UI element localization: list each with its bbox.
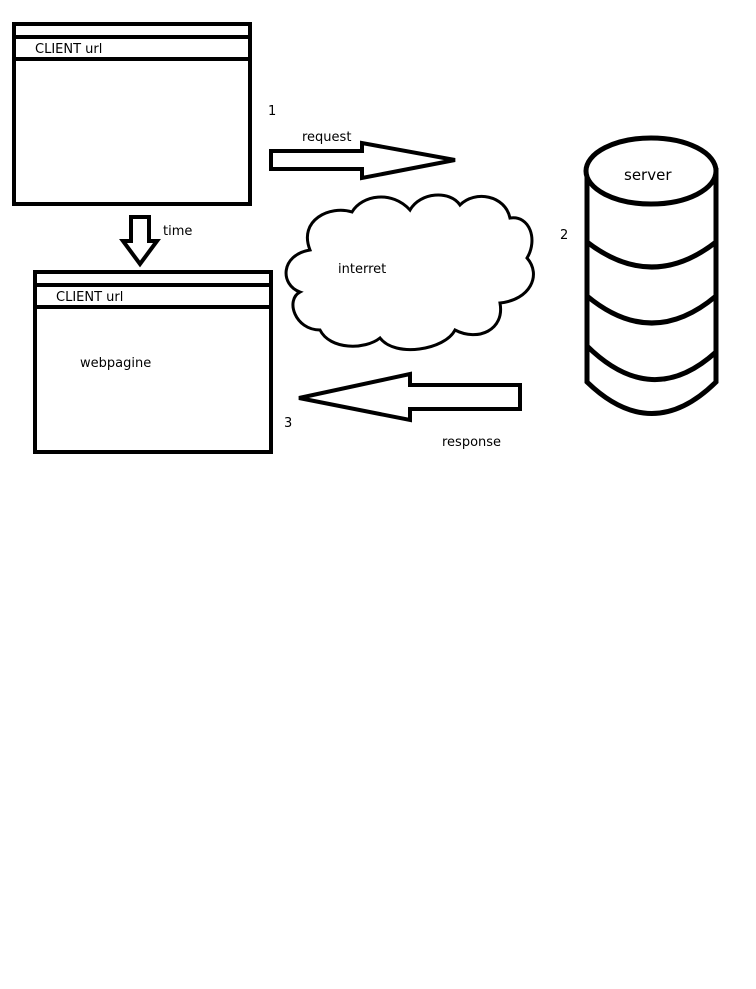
response-arrow [298, 371, 522, 423]
client-bottom-url-label: CLIENT url [56, 290, 123, 305]
client-window-bottom: CLIENT url webpagine [33, 270, 273, 454]
response-label: response [442, 435, 501, 450]
internet-cloud: interret [284, 193, 535, 352]
step-2-label: 2 [560, 228, 568, 243]
step-3-label: 3 [284, 416, 292, 431]
time-arrow [119, 215, 161, 268]
client-top-url-label: CLIENT url [35, 42, 102, 57]
step-1-label: 1 [268, 104, 276, 119]
server-label: server [624, 166, 672, 184]
request-label: request [302, 130, 351, 145]
client-window-top: CLIENT url [12, 22, 252, 206]
time-label: time [163, 224, 192, 239]
server-cylinder: server [583, 135, 719, 416]
internet-label: interret [338, 262, 386, 277]
webpage-label: webpagine [80, 356, 151, 371]
request-arrow [269, 140, 456, 181]
